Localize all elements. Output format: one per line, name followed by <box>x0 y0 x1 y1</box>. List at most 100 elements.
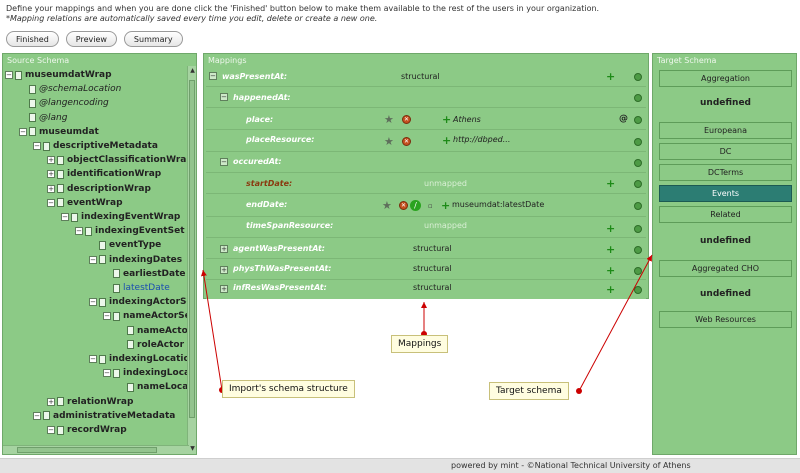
collapse-toggle-icon[interactable]: − <box>89 355 97 363</box>
target-dcterms-button[interactable]: DCTerms <box>659 164 792 181</box>
tree-node[interactable]: earliestDate <box>103 267 186 281</box>
tree-node[interactable]: −indexingEventSet <box>75 224 185 238</box>
tree-node[interactable]: −museumdat <box>19 125 99 139</box>
tree-node[interactable]: roleActor <box>117 338 184 352</box>
tree-node[interactable]: +relationWrap <box>47 395 133 409</box>
tree-node[interactable]: −museumdatWrap <box>5 68 112 82</box>
target-events-button[interactable]: Events <box>659 185 792 202</box>
summary-button[interactable]: Summary <box>123 31 183 47</box>
info-icon[interactable] <box>634 180 642 188</box>
info-icon[interactable] <box>634 286 642 294</box>
mapping-row-happenedAt[interactable]: − happenedAt: <box>206 88 646 108</box>
horizontal-scroll-thumb[interactable] <box>17 447 157 453</box>
tree-node[interactable]: @schemaLocation <box>19 82 121 96</box>
tree-node[interactable]: nameLocationS <box>117 380 189 394</box>
add-mapping-icon[interactable]: + <box>441 199 451 212</box>
collapse-toggle-icon[interactable]: − <box>47 198 55 207</box>
tree-node[interactable]: −indexingActorSet <box>89 295 189 309</box>
add-mapping-icon[interactable]: + <box>606 264 616 277</box>
target-dc-button[interactable]: DC <box>659 143 792 160</box>
info-icon[interactable] <box>634 138 642 146</box>
preview-button[interactable]: Preview <box>65 31 117 47</box>
expand-toggle-icon[interactable]: + <box>47 397 55 406</box>
target-web-resources-button[interactable]: Web Resources <box>659 311 792 328</box>
info-icon[interactable] <box>634 246 642 254</box>
condition-icon[interactable]: ▫ <box>428 202 433 210</box>
expand-toggle-icon[interactable]: + <box>220 285 228 293</box>
info-icon[interactable] <box>634 94 642 102</box>
expand-toggle-icon[interactable]: + <box>47 170 55 179</box>
target-europeana-button[interactable]: Europeana <box>659 122 792 139</box>
remove-mapping-icon[interactable]: ✕ <box>402 115 411 124</box>
tree-node[interactable]: latestDate <box>103 281 170 295</box>
collapse-toggle-icon[interactable]: − <box>47 426 55 434</box>
tree-node[interactable]: −indexingEventWrap <box>61 210 180 224</box>
edit-function-icon[interactable]: / <box>410 200 421 211</box>
add-mapping-icon[interactable]: + <box>606 70 616 83</box>
scroll-down-icon[interactable]: ▼ <box>190 445 195 452</box>
tree-node[interactable]: −administrativeMetadata <box>33 409 175 423</box>
source-horizontal-scrollbar[interactable] <box>3 445 189 454</box>
tree-node[interactable]: −nameActorSet <box>103 309 189 323</box>
add-mapping-icon[interactable]: + <box>606 222 616 235</box>
add-mapping-icon[interactable]: + <box>442 134 452 147</box>
mapping-row-timeSpanResource[interactable]: timeSpanResource: unmapped + <box>206 218 646 238</box>
info-icon[interactable] <box>634 267 642 275</box>
info-icon[interactable] <box>634 116 642 124</box>
target-aggregation-button[interactable]: Aggregation <box>659 70 792 87</box>
tree-node[interactable]: −indexingDates <box>89 253 182 267</box>
mapping-row-placeResource[interactable]: placeResource: ★ ✕ + http://dbped... <box>206 131 646 152</box>
target-aggregated-cho-button[interactable]: Aggregated CHO <box>659 260 792 277</box>
target-related-button[interactable]: Related <box>659 206 792 223</box>
source-vertical-scrollbar[interactable]: ▲ ▼ <box>187 66 196 454</box>
collapse-toggle-icon[interactable]: − <box>33 142 41 150</box>
at-sign-icon[interactable]: @ <box>619 114 628 124</box>
tree-node[interactable]: −indexingLocationWra <box>89 352 189 366</box>
collapse-toggle-icon[interactable]: − <box>220 93 228 101</box>
finished-button[interactable]: Finished <box>6 31 59 47</box>
collapse-toggle-icon[interactable]: − <box>103 312 111 321</box>
mapping-row-agentWasPresentAt[interactable]: + agentWasPresentAt: structural + <box>206 239 646 259</box>
collapse-toggle-icon[interactable]: − <box>5 71 13 79</box>
add-mapping-icon[interactable]: + <box>606 177 616 190</box>
remove-mapping-icon[interactable]: ✕ <box>402 137 411 146</box>
tree-node[interactable]: +identificationWrap <box>47 167 161 181</box>
tree-node[interactable]: −descriptiveMetadata <box>33 139 158 153</box>
info-icon[interactable] <box>634 73 642 81</box>
mapping-row-occuredAt[interactable]: − occuredAt: <box>206 153 646 173</box>
add-mapping-icon[interactable]: + <box>606 283 616 296</box>
collapse-toggle-icon[interactable]: − <box>89 255 97 264</box>
remove-mapping-icon[interactable]: ✕ <box>399 201 408 210</box>
mapping-row-wasPresentAt[interactable]: − wasPresentAt: structural + <box>206 67 646 87</box>
info-icon[interactable] <box>634 225 642 233</box>
collapse-toggle-icon[interactable]: − <box>89 298 97 307</box>
collapse-toggle-icon[interactable]: − <box>103 369 111 378</box>
star-icon[interactable]: ★ <box>382 199 392 212</box>
collapse-toggle-icon[interactable]: − <box>220 158 228 166</box>
tree-node[interactable]: −recordWrap <box>47 423 127 437</box>
mapping-row-startDate[interactable]: startDate: unmapped + <box>206 174 646 194</box>
star-icon[interactable]: ★ <box>384 135 394 148</box>
tree-node[interactable]: −eventWrap <box>47 196 123 210</box>
add-mapping-icon[interactable]: + <box>442 113 452 126</box>
mapping-row-place[interactable]: place: ★ ✕ + Athens @ <box>206 109 646 130</box>
tree-node[interactable]: @langencoding <box>19 96 109 110</box>
info-icon[interactable] <box>634 159 642 167</box>
tree-node[interactable]: nameActor <box>117 324 189 338</box>
collapse-toggle-icon[interactable]: − <box>61 213 69 221</box>
tree-node[interactable]: @lang <box>19 111 67 125</box>
expand-toggle-icon[interactable]: + <box>47 156 55 165</box>
collapse-toggle-icon[interactable]: − <box>19 127 27 136</box>
collapse-toggle-icon[interactable]: − <box>33 411 41 420</box>
collapse-toggle-icon[interactable]: − <box>209 72 217 80</box>
tree-node[interactable]: +descriptionWrap <box>47 182 151 196</box>
scroll-thumb[interactable] <box>189 80 195 418</box>
mapping-row-infResWasPresentAt[interactable]: + infResWasPresentAt: structural + <box>206 281 646 299</box>
mapping-row-physThWasPresentAt[interactable]: + physThWasPresentAt: structural + <box>206 260 646 280</box>
tree-node[interactable]: eventType <box>89 238 161 252</box>
tree-node[interactable]: +objectClassificationWrap <box>47 153 189 167</box>
expand-toggle-icon[interactable]: + <box>47 184 55 193</box>
star-icon[interactable]: ★ <box>384 113 394 126</box>
add-mapping-icon[interactable]: + <box>606 243 616 256</box>
collapse-toggle-icon[interactable]: − <box>75 227 83 236</box>
